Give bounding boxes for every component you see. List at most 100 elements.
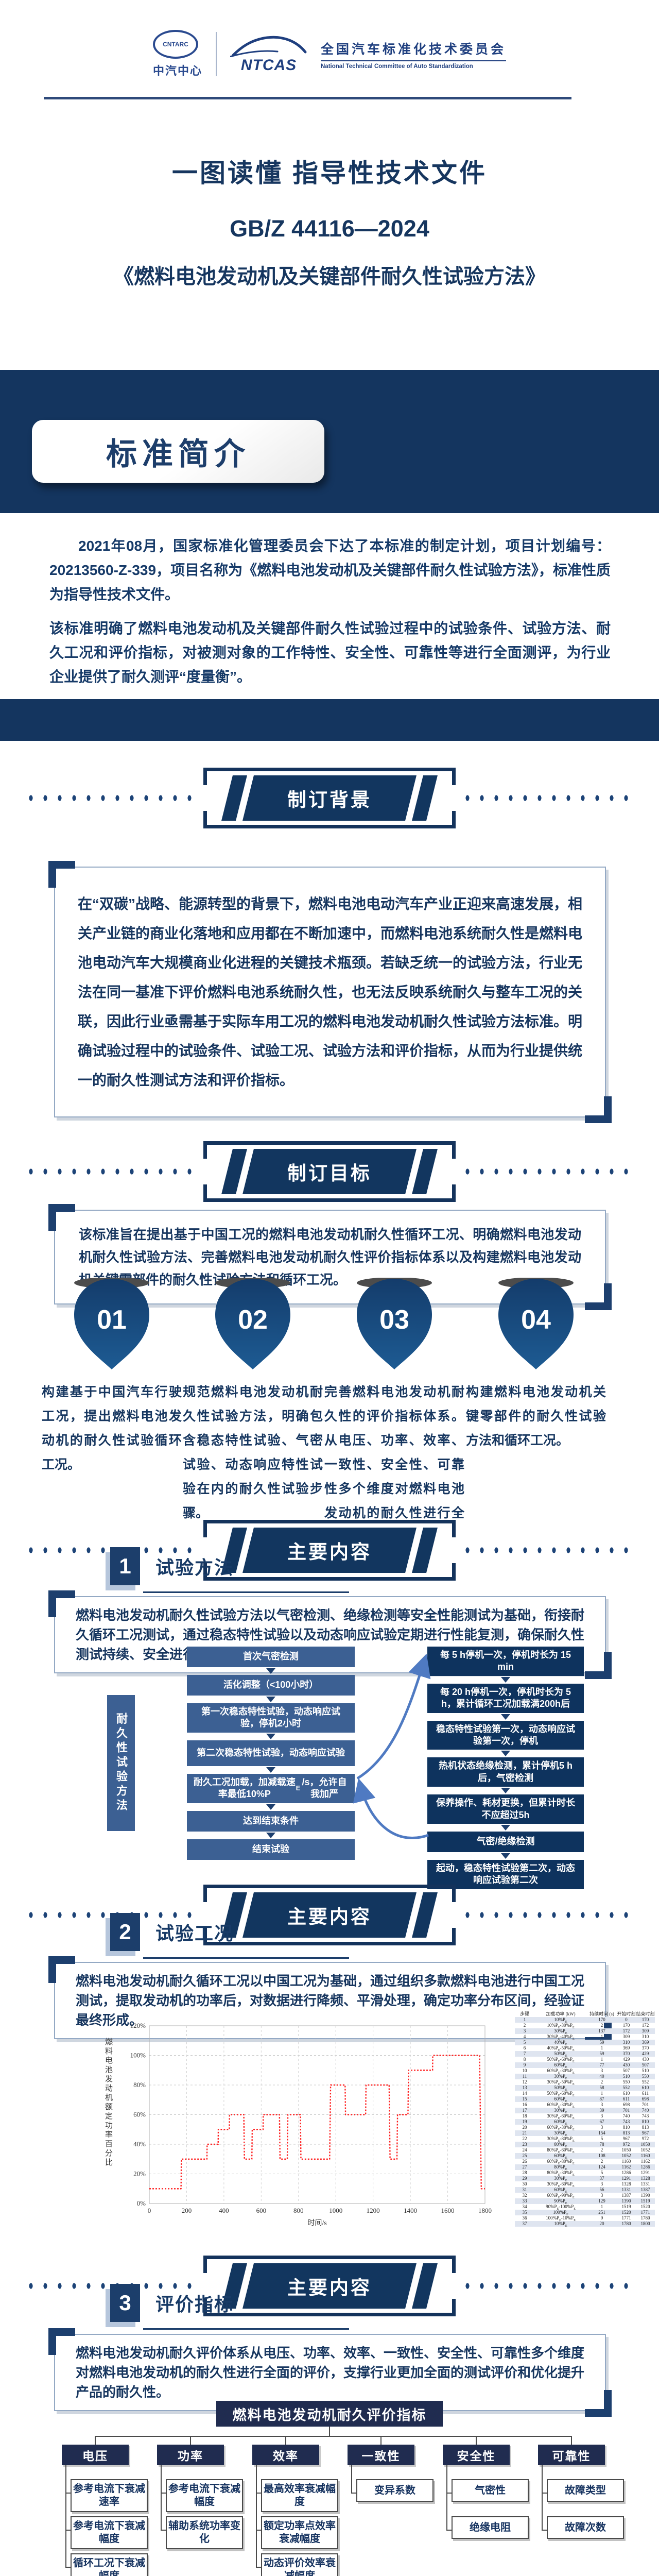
tree-connector <box>65 2493 71 2494</box>
table-cell: 5 <box>523 2040 526 2045</box>
dots-decoration-left <box>26 1167 196 1176</box>
down-arrow-icon <box>501 1676 510 1683</box>
table-cell: 1 <box>600 2057 603 2062</box>
subsection-tag-1: 1 试验方法 <box>110 1547 350 1593</box>
car-swoosh-icon <box>229 36 307 57</box>
tree-connector <box>161 2530 166 2531</box>
tree-indicator: 参考电流下衰减幅度 <box>166 2479 243 2512</box>
table-cell: 369 <box>622 2045 630 2050</box>
table-cell: 3 <box>600 2102 603 2107</box>
x-tick-label: 0 <box>148 2207 151 2214</box>
table-cell: 1 <box>600 2204 603 2209</box>
table-cell: 2 <box>600 2023 603 2028</box>
table-cell: 25 <box>522 2153 527 2158</box>
flow-step: 每 20 h停机一次，停机时长为 5 h，累计循环工况加载满200h后 <box>427 1683 584 1713</box>
tree-indicator: 额定功率点效率衰减幅度 <box>261 2516 338 2549</box>
goal-number: 03 <box>379 1305 409 1335</box>
table-cell: 510 <box>622 2074 630 2079</box>
table-cell: 1771 <box>640 2210 650 2215</box>
goal-item-1: 01 构建基于中国汽车行驶工况，提出燃料电池发动机的耐久性试验循环工况。 <box>42 1277 182 1477</box>
table-cell: 550 <box>622 2079 630 2084</box>
table-cell: 154 <box>598 2130 605 2136</box>
table-cell: 30%PE <box>554 2074 567 2079</box>
table-cell: 507 <box>622 2068 630 2073</box>
goal-item-4: 04 构建燃料电池发动机关键零部件的耐久性试验方法和循环工况。 <box>466 1277 606 1453</box>
table-cell: 701 <box>641 2102 649 2107</box>
table-cell: 429 <box>641 2051 649 2056</box>
table-cell: 743 <box>641 2113 649 2119</box>
table-cell: 610 <box>622 2091 630 2096</box>
tree-connector <box>95 2436 96 2445</box>
table-cell: 1052 <box>621 2153 631 2158</box>
table-cell: 1050 <box>640 2142 650 2147</box>
table-cell: 34 <box>522 2204 527 2209</box>
tree-indicator: 故障类型 <box>547 2479 624 2502</box>
tree-connector <box>351 2493 356 2494</box>
intro-paragraph-2: 该标准明确了燃料电池发动机及关键部件耐久性试验过程中的试验条件、试验方法、耐久工… <box>49 620 611 685</box>
table-cell: 30%PE-60%PE <box>547 2181 575 2187</box>
table-cell: 60%PE <box>554 2187 567 2193</box>
tree-connector <box>190 2436 191 2445</box>
table-cell: 3 <box>600 2068 603 2073</box>
subsection-number: 1 <box>110 1547 140 1585</box>
table-cell: 310 <box>622 2040 630 2045</box>
tree-connector <box>95 2436 572 2437</box>
table-cell: 1390 <box>621 2198 631 2204</box>
bracket-bottom <box>203 2299 456 2316</box>
down-arrow-icon <box>266 1668 275 1674</box>
table-cell: 3 <box>600 2181 603 2187</box>
table-cell: 15 <box>522 2096 527 2102</box>
table-cell: 90%PE <box>554 2198 567 2204</box>
table-cell: 30%PE-50%PE <box>547 2079 575 2085</box>
drop-icon <box>215 1277 290 1369</box>
y-tick-label: 60% <box>133 2111 146 2119</box>
bracket-bottom <box>203 1184 456 1202</box>
down-arrow-icon <box>501 1853 510 1859</box>
table-cell: 309 <box>641 2028 649 2033</box>
table-cell: 100%PE <box>553 2210 568 2215</box>
goal-item-2: 02 规范燃料电池发动机耐久性试验方法，明确包含稳态特性试验、气密试验、动态响应… <box>183 1277 323 1526</box>
intro-badge-label: 标准简介 <box>106 436 250 471</box>
table-cell: 加载功率 (kW) <box>546 2011 576 2016</box>
table-cell: 60%PE <box>554 2062 567 2068</box>
cntarc-oval-icon: CNTARC <box>152 30 198 59</box>
table-cell: 810 <box>622 2125 630 2130</box>
y-tick-label: 0% <box>137 2199 146 2207</box>
table-cell: 1771 <box>621 2215 631 2221</box>
intro-paragraph-1: 2021年08月，国家标准化管理委员会下达了本标准的制定计划，项目计划编号：20… <box>49 538 611 602</box>
table-cell: 60%PE-30%PE <box>547 2068 575 2074</box>
table-cell: 32 <box>522 2193 527 2198</box>
table-cell: 1328 <box>621 2181 631 2187</box>
section-title: 制订背景 <box>287 789 372 810</box>
table-cell: 170 <box>641 2017 649 2022</box>
chart-y-axis-label: 燃料电池发动机额定功率百分比 <box>104 2038 112 2167</box>
table-cell: 3 <box>523 2028 526 2033</box>
bracket-top <box>203 1141 456 1159</box>
subsection-tag-2: 2 试验工况 <box>110 1912 350 1959</box>
x-axis-label: 时间/s <box>307 2219 326 2227</box>
table-cell: 40%PE-50%PE <box>547 2045 575 2051</box>
table-cell: 80%PE-30%PE <box>547 2170 575 2176</box>
ntcas-wordmark: NTCAS <box>240 56 297 74</box>
committee-rule <box>321 60 507 61</box>
table-cell: 1800 <box>640 2221 650 2226</box>
table-cell: 698 <box>641 2096 649 2102</box>
table-cell: 90%PE-100%PE <box>546 2204 576 2210</box>
table-cell: 108 <box>598 2153 605 2158</box>
tree-connector <box>351 2465 352 2493</box>
down-arrow-icon <box>501 1788 510 1794</box>
goal-number: 01 <box>97 1305 127 1335</box>
drop-icon <box>74 1277 149 1369</box>
tree-indicator: 绝缘电阻 <box>452 2516 529 2539</box>
section-badge: 主要内容 <box>221 2263 438 2309</box>
table-cell: 31 <box>522 2187 527 2192</box>
goal-drop-shape: 01 <box>73 1277 150 1373</box>
